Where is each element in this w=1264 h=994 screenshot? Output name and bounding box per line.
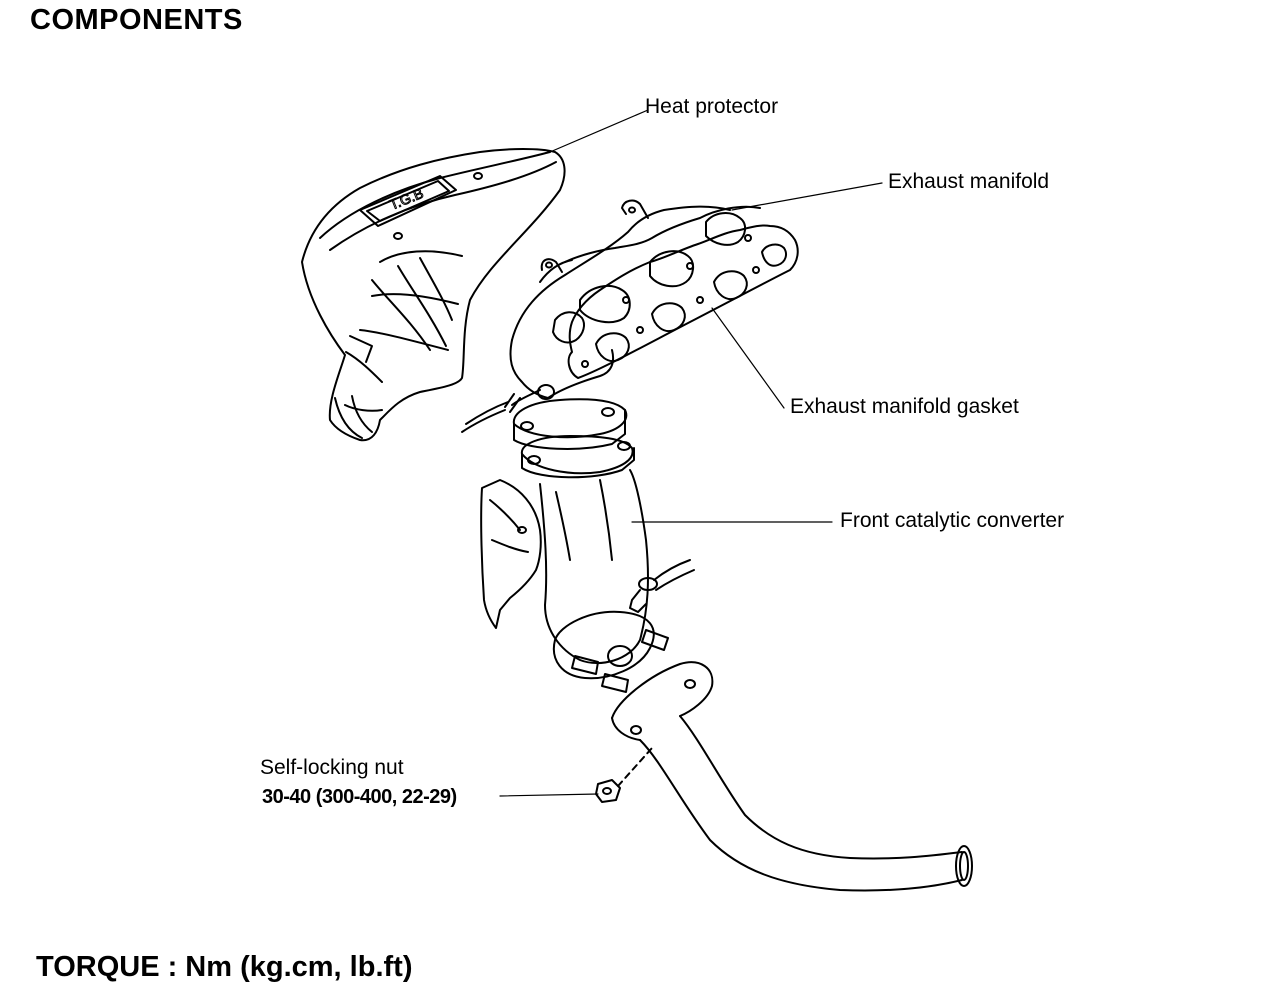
exhaust-pipe-part: [612, 662, 972, 890]
page-title: COMPONENTS: [30, 4, 243, 36]
label-exhaust-manifold: Exhaust manifold: [888, 170, 1050, 193]
label-heat-protector: Heat protector: [645, 95, 779, 118]
label-exhaust-manifold-gasket: Exhaust manifold gasket: [790, 395, 1019, 418]
self-locking-nut-part: [596, 748, 652, 802]
leader-lines: [500, 110, 882, 796]
label-self-locking-nut-torque: 30-40 (300-400, 22-29): [262, 786, 457, 808]
exhaust-manifold-gasket-part: [569, 225, 798, 378]
heat-protector-part: T.G.B: [302, 149, 565, 440]
exhaust-manifold-part: [462, 201, 760, 432]
label-front-catalytic-converter: Front catalytic converter: [840, 509, 1065, 532]
front-catalytic-converter-part: [481, 399, 694, 692]
torque-units-footer: TORQUE : Nm (kg.cm, lb.ft): [36, 951, 413, 983]
label-self-locking-nut: Self-locking nut: [260, 756, 404, 779]
